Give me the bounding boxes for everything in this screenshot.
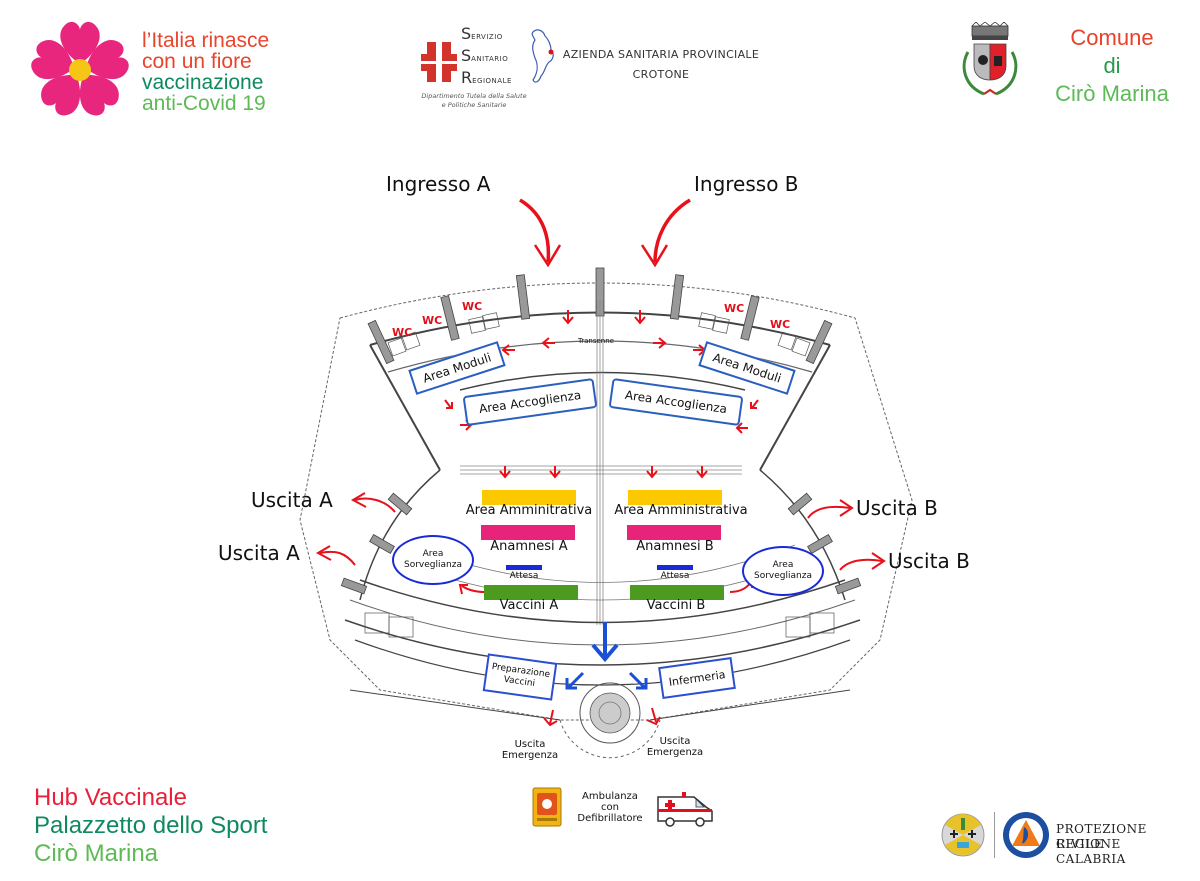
anamnesi-bar-b [627,525,721,540]
amministrativa-label-b: Area Amministrativa [614,503,748,518]
uscita-emergenza-left: Uscita Emergenza [500,739,560,761]
anamnesi-bar-a [481,525,575,540]
transenne-label: Transenne [578,337,614,345]
comune-line-1: Comune [1070,25,1154,50]
department-line-1: Dipartimento Tutela della Salute [421,92,527,100]
building-outline [299,282,913,721]
campaign-logo: l’Italia rinasce con un fiore vaccinazio… [28,18,298,128]
wc-label-4: WC [724,302,745,315]
attesa-label-a: Attesa [509,571,539,581]
attesa-label-b: Attesa [660,571,690,581]
comune-line-3: Cirò Marina [1055,81,1169,106]
uscita-emergenza-right-line-2: Emergenza [646,747,704,758]
protezione-civile-emblem-icon [1003,812,1049,858]
anamnesi-label-b: Anamnesi B [636,539,714,554]
ingresso-b-arrow [653,198,691,263]
sorveglianza-b-line-1: Area [772,560,794,570]
sorveglianza-a-line-2: Sorveglianza [404,560,462,570]
flower-icon [28,21,132,121]
comune-logo: Comune di Cirò Marina [950,20,1190,120]
vaccini-bar-b [630,585,724,600]
ambulance-icon [657,792,713,827]
uscita-emergenza-right: Uscita Emergenza [642,736,708,758]
protezione-civile-logo: PROTEZIONE CIVILE REGIONE CALABRIA [940,808,1190,866]
sorveglianza-a-line-1: Area [422,549,444,559]
vaccini-label-b: Vaccini B [646,598,706,613]
uscita-a-arrow-1 [354,497,396,513]
logo-divider [994,812,995,858]
asp-subtitle: CROTONE [632,68,690,81]
protezione-civile-line-2: REGIONE CALABRIA [1056,837,1126,866]
defibrillator-icon [532,787,562,827]
footer-title-2: Palazzetto dello Sport [34,812,268,839]
ambulance-line-3: Defibrillatore [577,813,643,824]
uscita-emergenza-left-line-2: Emergenza [501,750,559,761]
sorveglianza-b-line-2: Sorveglianza [754,571,812,581]
amministrativa-label-a: Area Amminitrativa [465,503,593,518]
flow-arrows [444,310,759,727]
ambulance-line-1: Ambulanza [582,791,638,802]
campaign-line-4: anti-Covid 19 [142,92,266,115]
uscita-emergenza-left-line-1: Uscita [514,739,546,750]
amministrativa-bar-b [628,490,722,505]
amministrativa-bar-a [482,490,576,505]
wc-label-1: WC [392,326,413,339]
uscita-b-arrow-1 [807,505,851,519]
ssr-line-3: REGIONALE [461,68,512,87]
ambulance-line-2: con [601,802,619,813]
campaign-line-3: vaccinazione [142,71,264,94]
uscita-b-label-1: Uscita B [856,496,938,520]
calabria-region-emblem-icon [941,813,985,857]
footer-title-1: Hub Vaccinale [34,784,187,811]
calabria-map-icon [531,29,554,83]
asp-title: AZIENDA SANITARIA PROVINCIALE [562,48,760,61]
campaign-line-2: con un fiore [142,50,252,73]
ssr-line-2: SANITARIO [461,46,509,65]
vaccini-label-a: Vaccini A [499,598,559,613]
attesa-bar-a [506,565,542,570]
attesa-bar-b [657,565,693,570]
anamnesi-label-a: Anamnesi A [490,539,568,554]
blue-flow-arrows [565,622,648,690]
uscita-a-arrow-2 [319,550,356,566]
comune-line-2: di [1103,53,1121,78]
wc-label-2: WC [422,314,443,327]
ingresso-b-label: Ingresso B [694,172,799,196]
vaccini-bar-a [484,585,578,600]
ambulance-legend: Ambulanza con Defibrillatore [530,785,720,831]
area-sorveglianza-a: Area Sorveglianza [392,535,474,585]
wc-label-5: WC [770,318,791,331]
ssr-asp-logo: SERVIZIO SANITARIO REGIONALE AZIENDA SAN… [415,22,775,114]
uscita-b-label-2: Uscita B [888,549,970,573]
uscita-a-label-2: Uscita A [218,541,300,565]
red-cross-icon [421,42,457,82]
campaign-line-1: l’Italia rinasce [142,29,270,52]
lobby-circle [579,682,641,744]
wc-label-3: WC [462,300,483,313]
footer-title-3: Cirò Marina [34,840,159,867]
ingresso-a-label: Ingresso A [386,172,491,196]
uscita-a-label-1: Uscita A [251,488,333,512]
ingresso-a-arrow [519,198,551,263]
coat-of-arms-icon [962,22,1018,96]
area-sorveglianza-b: Area Sorveglianza [742,546,824,596]
department-line-2: e Politiche Sanitarie [441,101,507,109]
protezione-civile-line-1: PROTEZIONE CIVILE [1056,822,1147,851]
uscita-b-arrow-2 [839,558,883,571]
uscita-emergenza-right-line-1: Uscita [659,736,691,747]
ssr-line-1: SERVIZIO [461,24,503,43]
